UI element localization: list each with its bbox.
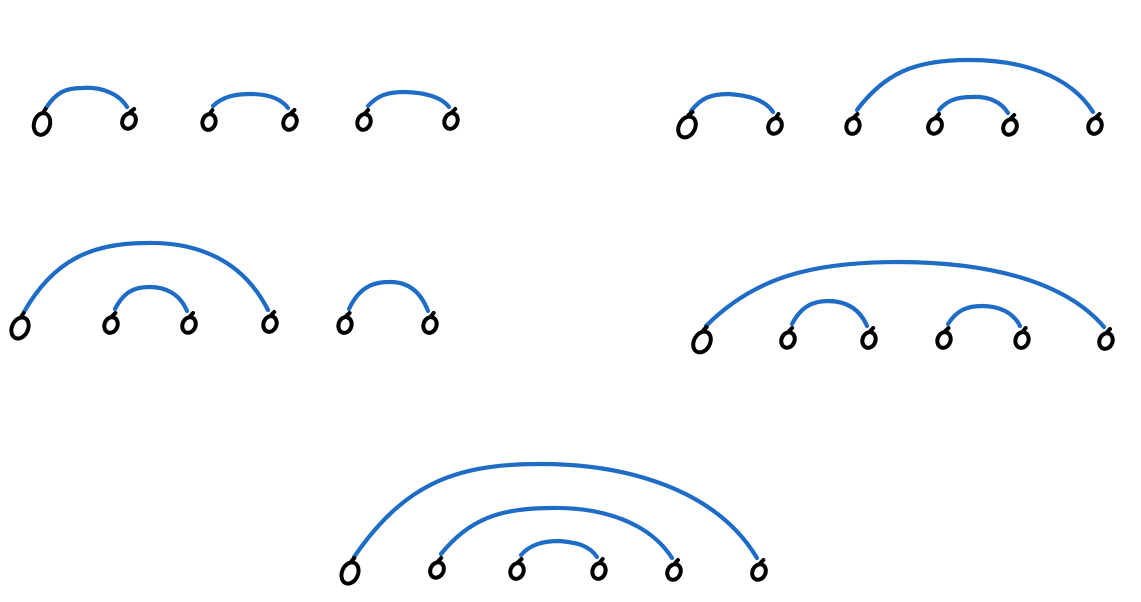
node-pen-tick	[943, 326, 951, 333]
diagram-matching-three-adjacent-pairs	[31, 85, 460, 137]
node-ring-icon	[180, 315, 198, 335]
node-pen-tick	[450, 107, 458, 114]
node-pen-tick	[208, 108, 215, 115]
node-ring-icon	[442, 111, 460, 131]
node-pen-tick	[349, 556, 357, 563]
node-pen-tick	[673, 558, 680, 565]
matching-arc	[438, 505, 675, 561]
node-pen-tick	[701, 325, 709, 332]
node-ring-icon	[691, 329, 713, 355]
matching-arc	[43, 85, 130, 111]
node-pen-tick	[516, 557, 524, 564]
node-pen-tick	[686, 110, 695, 117]
matching-arc	[703, 259, 1107, 330]
node-ring-icon	[200, 112, 218, 132]
node-pen-tick	[289, 108, 297, 115]
node-ring-icon	[508, 561, 526, 581]
node-pen-tick	[344, 311, 352, 318]
node-pen-tick	[774, 112, 781, 119]
diagram-matching-pair-then-nested	[676, 57, 1104, 140]
node-ring-icon	[281, 112, 299, 132]
node-ring-icon	[844, 116, 862, 136]
node-ring-icon	[1097, 331, 1115, 351]
node-pen-tick	[429, 311, 436, 318]
matching-arc	[688, 91, 776, 115]
node-ring-icon	[120, 111, 138, 131]
diagram-matching-fully-nested	[339, 461, 768, 586]
node-ring-icon	[261, 314, 279, 334]
node-pen-tick	[758, 558, 766, 565]
node-ring-icon	[102, 315, 120, 335]
node-ring-icon	[750, 562, 768, 582]
node-ring-icon	[1086, 116, 1104, 136]
node-ring-icon	[31, 111, 53, 137]
node-pen-tick	[19, 311, 26, 318]
node-pen-tick	[128, 107, 137, 114]
node-ring-icon	[1001, 117, 1019, 137]
node-pen-tick	[787, 326, 795, 333]
diagram-matching-outer-around-two-pairs	[691, 259, 1115, 355]
node-pen-tick	[868, 326, 876, 333]
node-pen-tick	[1105, 327, 1112, 334]
node-ring-icon	[590, 561, 608, 581]
matching-arc	[518, 538, 600, 560]
node-pen-tick	[598, 557, 605, 564]
node-pen-tick	[852, 112, 860, 119]
node-pen-tick	[188, 311, 196, 318]
node-ring-icon	[1013, 330, 1031, 350]
matching-arc	[789, 298, 870, 329]
matching-arc	[365, 89, 452, 110]
node-ring-icon	[665, 562, 683, 582]
matching-arc	[112, 284, 190, 314]
node-ring-icon	[421, 315, 439, 335]
node-ring-icon	[676, 114, 698, 140]
node-pen-tick	[1094, 112, 1102, 119]
diagram-matching-nested-then-pair	[9, 240, 439, 341]
node-ring-icon	[935, 330, 953, 350]
matching-arc	[21, 240, 271, 315]
node-pen-tick	[436, 556, 444, 563]
node-pen-tick	[110, 311, 118, 318]
node-ring-icon	[336, 315, 354, 335]
node-ring-icon	[428, 560, 446, 580]
node-pen-tick	[269, 310, 277, 317]
node-ring-icon	[355, 112, 373, 132]
node-ring-icon	[926, 116, 944, 136]
node-pen-tick	[363, 108, 371, 115]
matching-arc	[945, 303, 1023, 329]
node-ring-icon	[339, 560, 361, 586]
node-ring-icon	[766, 116, 784, 136]
matching-arc	[351, 461, 760, 561]
matching-arc	[936, 94, 1011, 116]
matching-arc	[210, 91, 291, 111]
node-pen-tick	[1021, 326, 1028, 333]
matching-arc	[346, 279, 431, 314]
node-ring-icon	[860, 330, 878, 350]
node-pen-tick	[1009, 113, 1017, 120]
node-ring-icon	[779, 330, 797, 350]
node-pen-tick	[41, 107, 48, 114]
matching-arc	[854, 57, 1096, 115]
node-pen-tick	[934, 112, 942, 119]
node-ring-icon	[9, 315, 31, 341]
